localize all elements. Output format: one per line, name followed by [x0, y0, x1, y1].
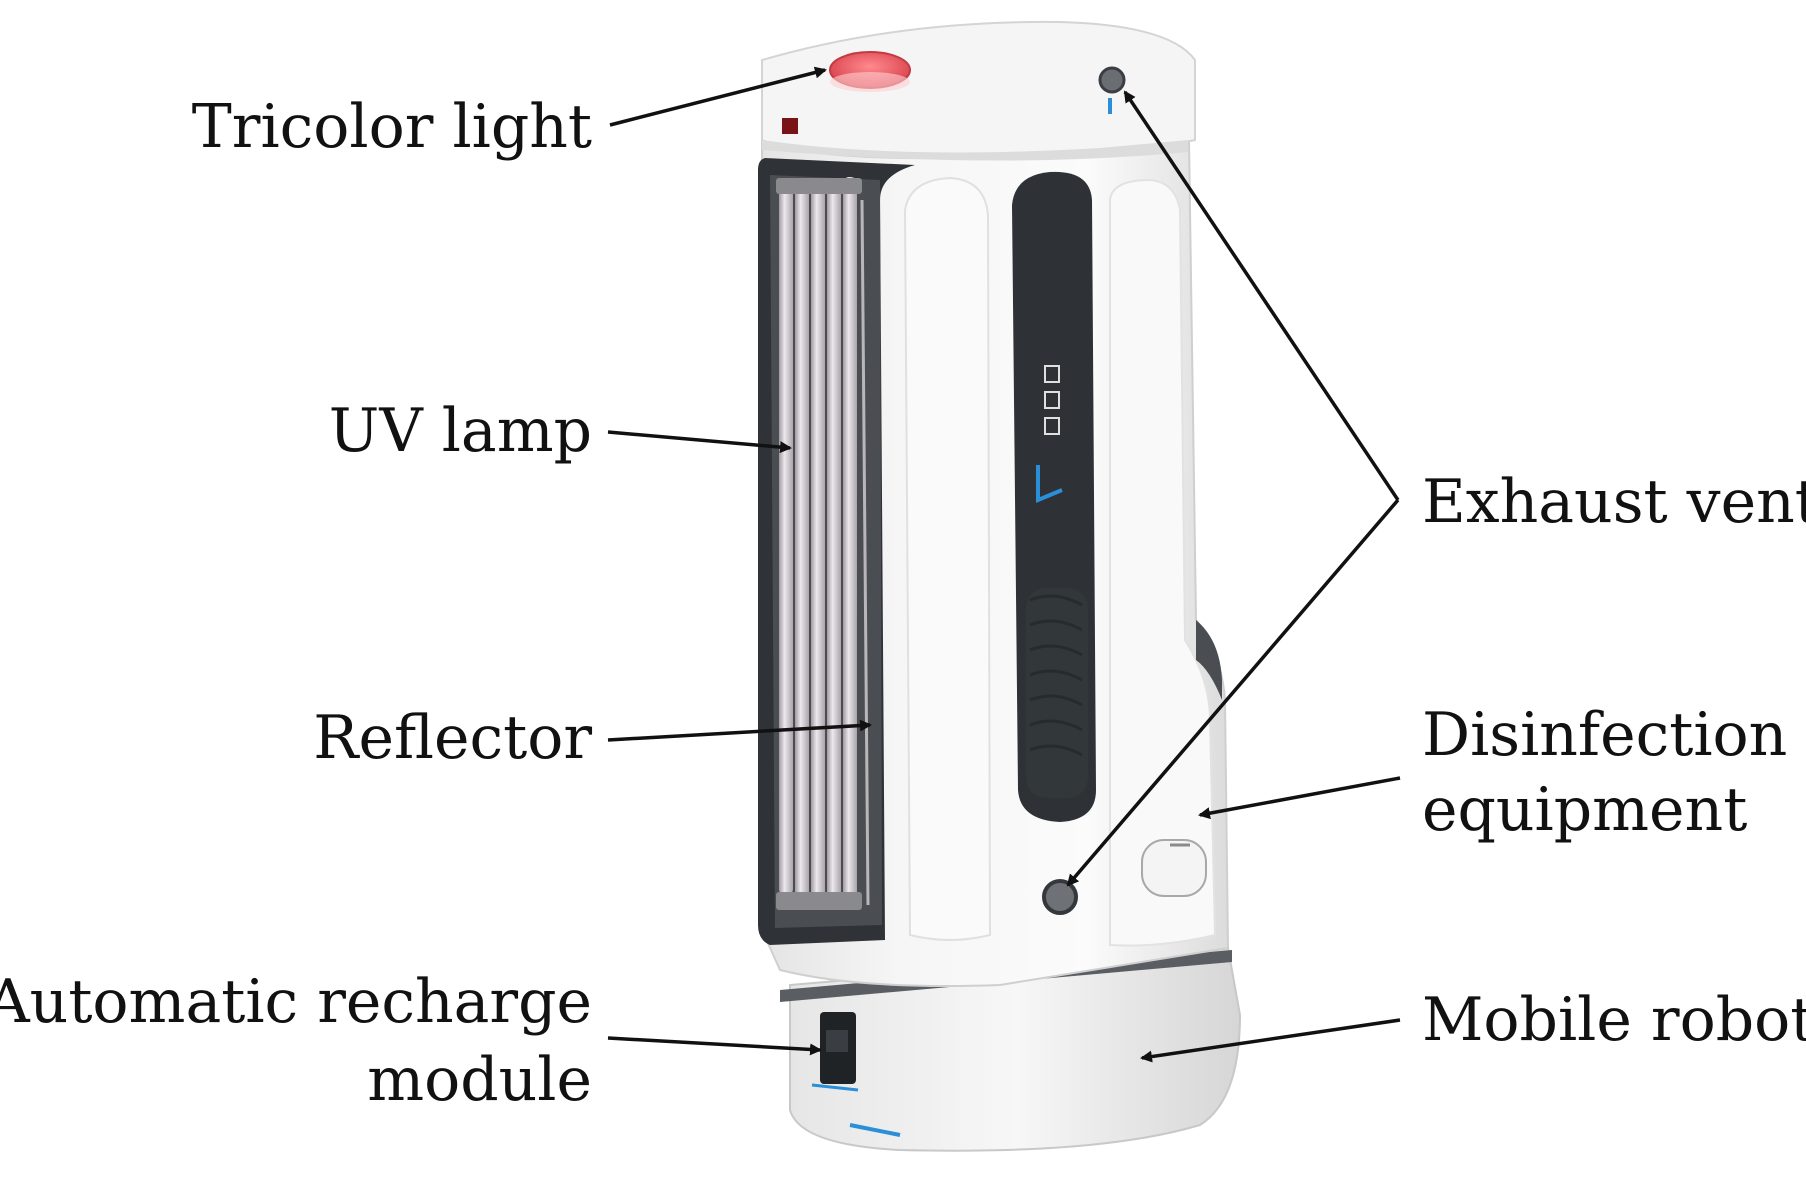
arrow-exhaust-vent-top: [1123, 90, 1400, 501]
exhaust-vent-top-shape: [1098, 66, 1126, 94]
air-grille: [1029, 594, 1083, 757]
label-disinfection-line1: Disinfection: [1422, 700, 1787, 770]
label-disinfection-line2: equipment: [1422, 775, 1747, 845]
arrow-exhaust-vent-lower: [1066, 498, 1400, 887]
robot-illustration: [758, 20, 1242, 1152]
label-tricolor-light: Tricolor light: [192, 92, 592, 162]
disinfection-equipment-slot: [1141, 839, 1207, 897]
arrow-recharge-module: [607, 1036, 822, 1056]
callout-arrows: [607, 66, 1401, 1063]
arrow-reflector: [607, 719, 872, 742]
top-cap-shape: [761, 20, 1196, 160]
label-mobile-robot: Mobile robot: [1422, 985, 1806, 1055]
label-automatic-recharge-line2: module: [367, 1045, 592, 1115]
exhaust-vent-lower-shape: [1042, 879, 1078, 915]
mobile-base-shape: [789, 946, 1242, 1152]
arrow-disinfection-equipment: [1198, 776, 1401, 820]
arrow-uv-lamp: [607, 430, 792, 454]
label-exhaust-vent: Exhaust vent: [1422, 467, 1806, 537]
arrow-tricolor-light: [609, 66, 827, 127]
uv-lamp-tubes: [776, 177, 870, 910]
label-automatic-recharge-line1: Automatic recharge: [0, 967, 592, 1037]
label-reflector: Reflector: [313, 703, 592, 773]
control-stripe-shape: [1012, 171, 1096, 822]
arrow-mobile-robot: [1140, 1018, 1401, 1063]
label-uv-lamp: UV lamp: [329, 396, 592, 466]
